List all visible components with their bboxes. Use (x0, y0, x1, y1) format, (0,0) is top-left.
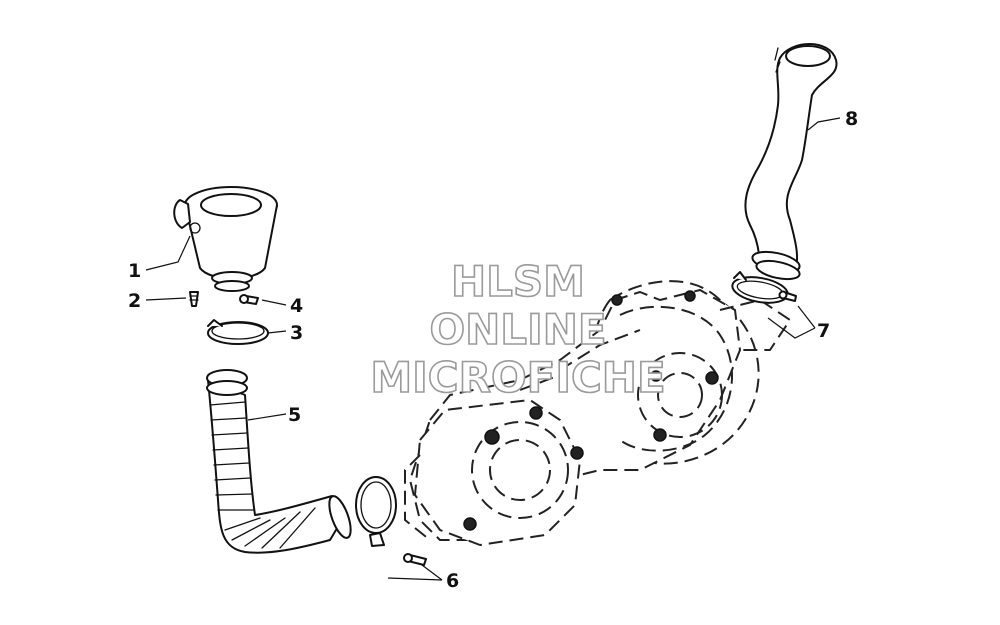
callout-4: 4 (290, 295, 303, 317)
watermark-line-3: MICROFICHE (370, 353, 665, 402)
callout-1: 1 (128, 260, 141, 282)
outlet-duct-8 (744, 43, 838, 281)
hose-clamp-6 (355, 476, 427, 566)
screw-2 (189, 291, 199, 307)
engine-crankcase-outline (404, 280, 791, 546)
callout-2: 2 (128, 290, 141, 312)
callout-5: 5 (288, 404, 301, 426)
callout-6: 6 (446, 570, 459, 592)
callout-3: 3 (290, 322, 303, 344)
screw-4 (239, 294, 259, 305)
intake-boot-5 (206, 369, 352, 554)
watermark-line-1: HLSM (451, 257, 585, 306)
hose-clamp-7 (731, 271, 797, 304)
watermark: HLSM ONLINE MICROFICHE (370, 256, 667, 403)
air-filter (173, 186, 278, 292)
watermark-line-2: ONLINE (429, 305, 606, 354)
callout-8: 8 (845, 108, 858, 130)
leader-lines (145, 117, 841, 581)
hose-clamp-3 (207, 319, 269, 345)
callout-7: 7 (817, 320, 830, 342)
